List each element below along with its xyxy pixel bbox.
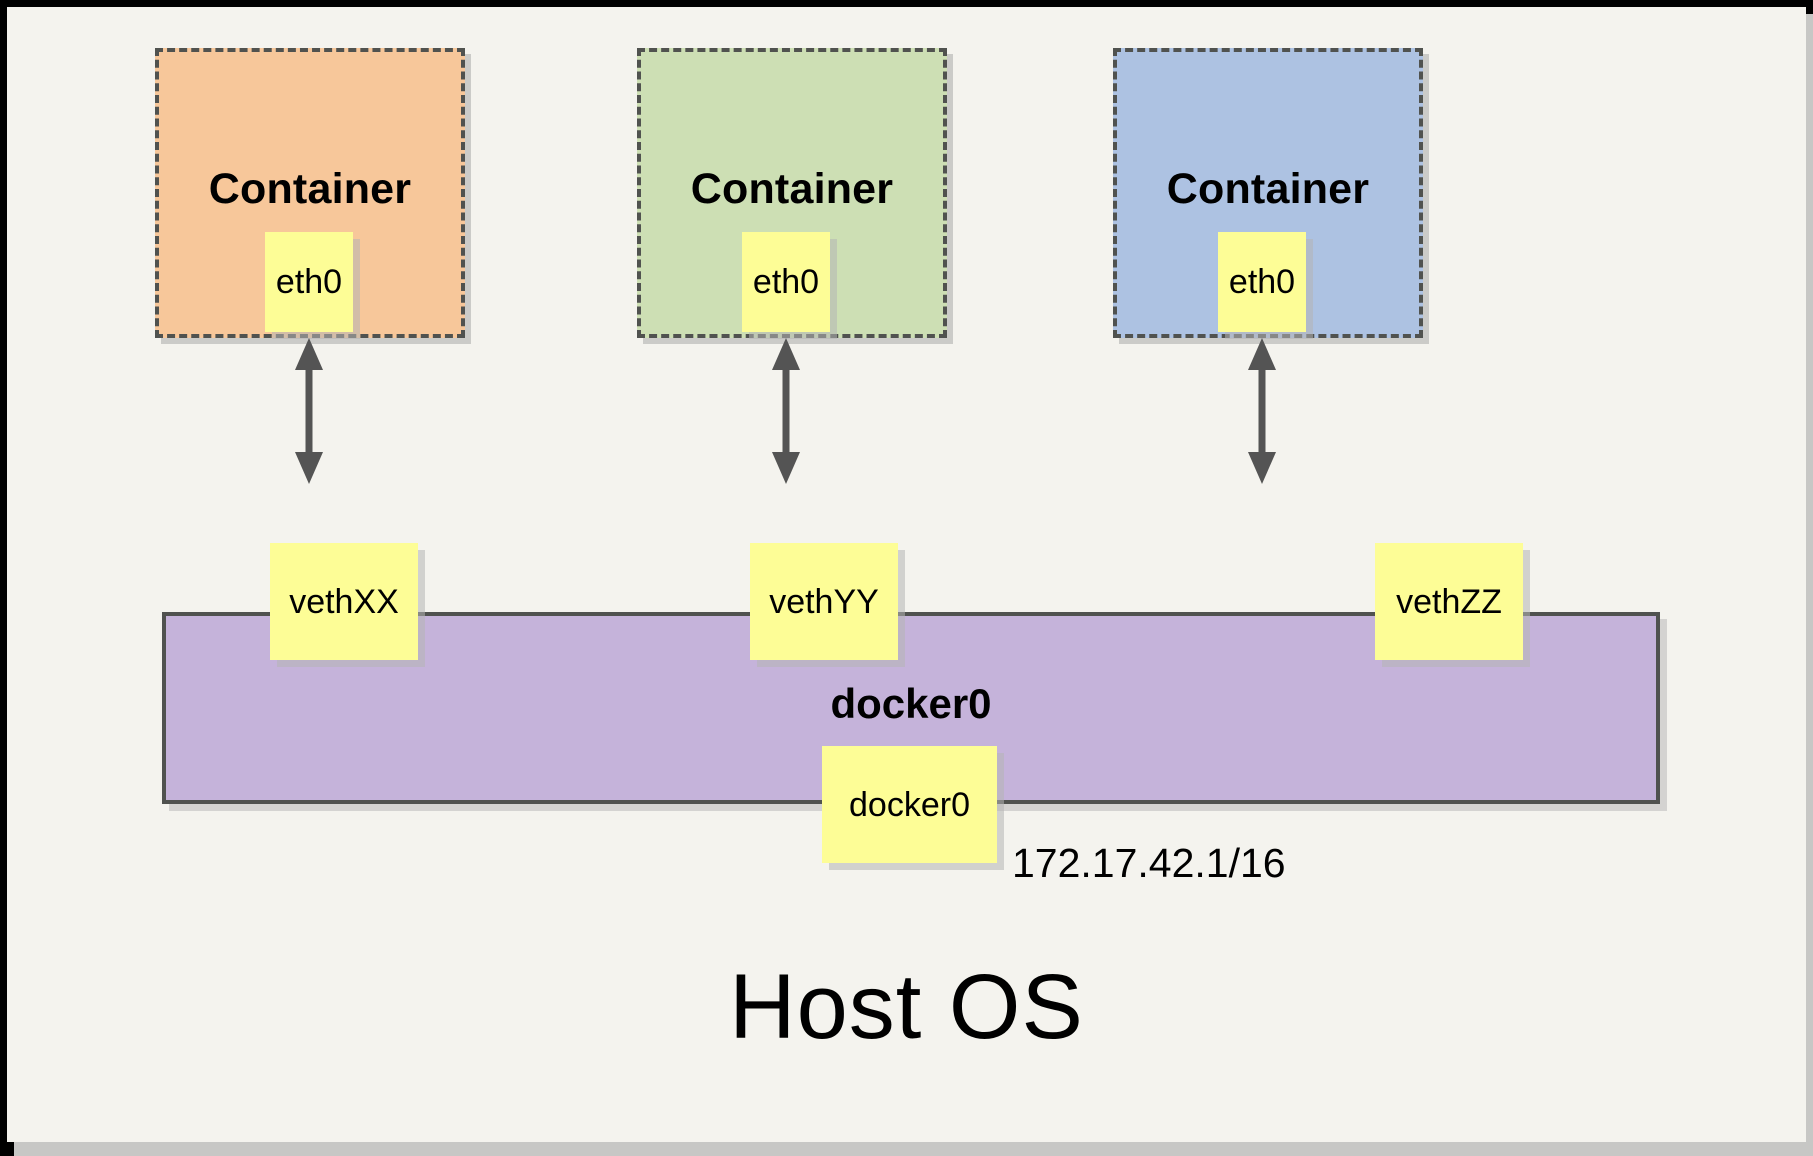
eth0-label-3: eth0	[1228, 263, 1296, 301]
eth0-box-2[interactable]: eth0	[742, 232, 830, 332]
eth0-label-2: eth0	[752, 263, 820, 301]
arrow-eth0-vethyy	[772, 338, 800, 484]
host-os-label: Host OS	[729, 956, 1084, 1058]
eth0-label-1: eth0	[275, 263, 343, 301]
arrow-eth0-vethxx	[295, 338, 323, 484]
veth-box-3[interactable]: vethZZ	[1375, 543, 1523, 660]
eth0-box-3[interactable]: eth0	[1218, 232, 1306, 332]
docker0-interface-box[interactable]: docker0	[822, 746, 997, 863]
container-title-3: Container	[1166, 165, 1370, 213]
eth0-box-1[interactable]: eth0	[265, 232, 353, 332]
container-title-1: Container	[208, 165, 412, 213]
arrow-eth0-vethzz	[1248, 338, 1276, 484]
docker0-bridge-label: docker0	[830, 680, 992, 727]
veth-label-2: vethYY	[769, 582, 879, 621]
container-title-2: Container	[690, 165, 894, 213]
veth-box-2[interactable]: vethYY	[750, 543, 898, 660]
docker0-ip-label: 172.17.42.1/16	[1012, 840, 1286, 886]
veth-box-1[interactable]: vethXX	[270, 543, 418, 660]
veth-label-1: vethXX	[289, 582, 399, 621]
veth-label-3: vethZZ	[1396, 582, 1502, 621]
docker0-interface-label: docker0	[849, 785, 970, 824]
